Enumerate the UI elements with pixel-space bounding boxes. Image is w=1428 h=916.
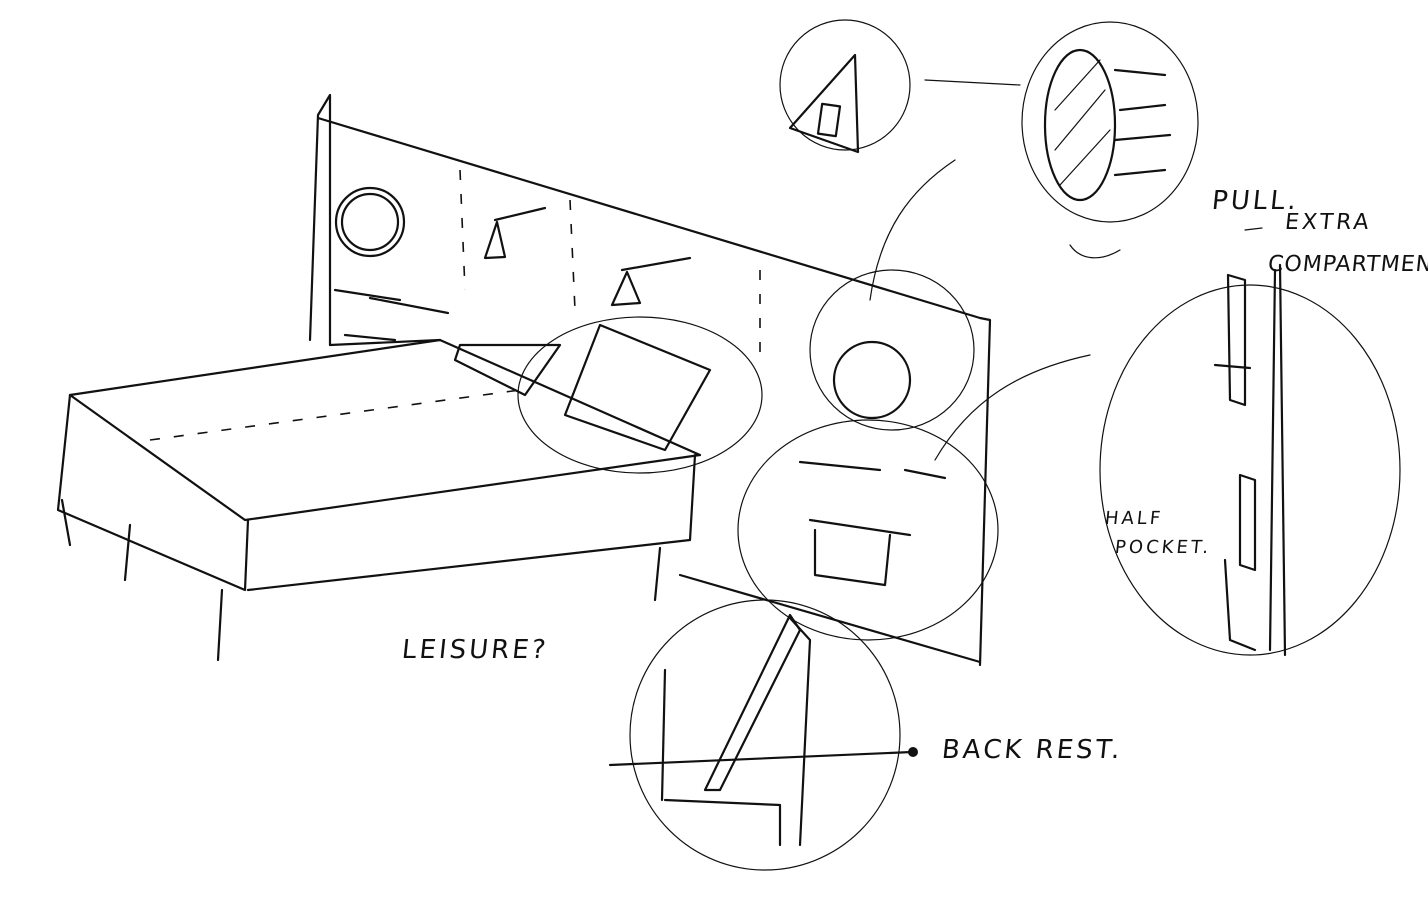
lamp-detail bbox=[788, 53, 860, 154]
back-rest-detail bbox=[608, 613, 918, 847]
label-leisure: LEISURE? bbox=[400, 635, 550, 665]
pendant-lamps bbox=[483, 206, 692, 307]
wall-mirror-left bbox=[334, 186, 406, 258]
bed bbox=[56, 323, 712, 662]
callout-arrows bbox=[869, 79, 1263, 461]
pull-compartment-detail bbox=[1043, 48, 1172, 202]
side-section-detail bbox=[1213, 263, 1287, 657]
drawers-right bbox=[798, 460, 947, 587]
label-half: HALF bbox=[1103, 508, 1165, 529]
label-back-rest: BACK REST. bbox=[940, 735, 1125, 765]
label-compartment: COMPARTMEN bbox=[1266, 252, 1428, 277]
drawers-left bbox=[333, 288, 450, 342]
label-pocket: POCKET. bbox=[1113, 537, 1213, 558]
label-extra: EXTRA bbox=[1283, 210, 1373, 235]
headboard-panel bbox=[308, 93, 992, 667]
detail-circles bbox=[517, 19, 1401, 871]
